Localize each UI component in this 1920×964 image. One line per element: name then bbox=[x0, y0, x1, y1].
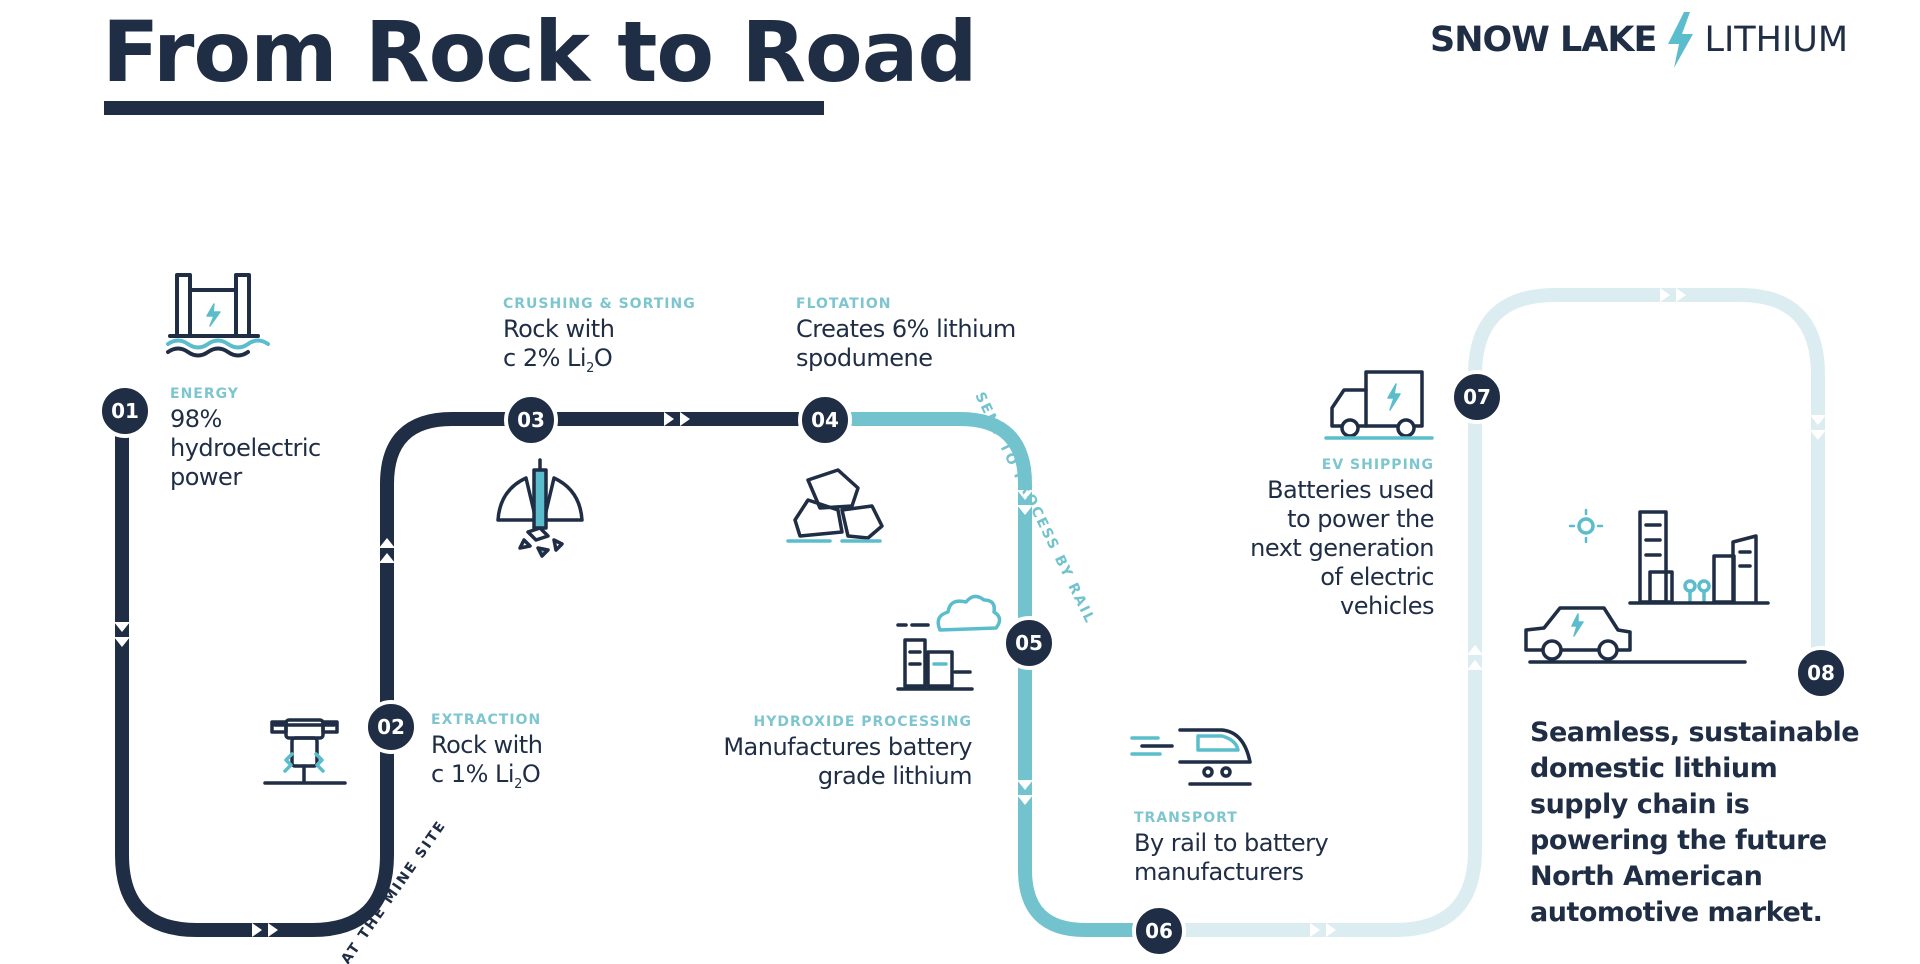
text-line: c 2% Li2O bbox=[503, 344, 614, 383]
step-04-text: Creates 6% lithium spodumene bbox=[796, 315, 1016, 373]
jackhammer-icon bbox=[263, 718, 347, 785]
text-part: O bbox=[521, 760, 541, 788]
hydro-dam-icon bbox=[166, 273, 270, 358]
crusher-icon bbox=[496, 458, 584, 558]
text-line: Creates 6% lithium bbox=[796, 315, 1016, 343]
text-line: North American bbox=[1530, 861, 1763, 892]
text-line: domestic lithium bbox=[1530, 753, 1778, 784]
step-03-label: CRUSHING & SORTING bbox=[503, 296, 696, 312]
step-03-text: Rock with c 2% Li2O bbox=[503, 315, 615, 383]
city-car-icon bbox=[1524, 508, 1770, 664]
step-02-number: 02 bbox=[364, 700, 418, 754]
text-part: c 2% Li bbox=[503, 344, 587, 372]
closing-statement: Seamless, sustainable domestic lithium s… bbox=[1530, 715, 1860, 931]
step-02-label: EXTRACTION bbox=[431, 712, 542, 728]
rocks-icon bbox=[786, 468, 884, 543]
text-line: manufacturers bbox=[1134, 858, 1304, 886]
text-line: to power the bbox=[1287, 505, 1434, 533]
text-line: Rock with bbox=[431, 731, 543, 759]
step-02-text: Rock with c 1% Li2O bbox=[431, 731, 543, 799]
flow-chevrons bbox=[114, 288, 1826, 937]
path-segment-ev bbox=[1148, 288, 1825, 937]
step-08-number: 08 bbox=[1794, 646, 1848, 700]
train-icon bbox=[1130, 728, 1252, 786]
step-04-number: 04 bbox=[798, 393, 852, 447]
step-05-text: Manufactures battery grade lithium bbox=[723, 733, 972, 791]
text-line: Manufactures battery bbox=[723, 733, 972, 761]
rail-note: SENT TO PROCESS BY RAIL bbox=[971, 390, 1098, 627]
step-06-label: TRANSPORT bbox=[1134, 810, 1238, 826]
step-05-label: HYDROXIDE PROCESSING bbox=[753, 714, 972, 730]
step-01-number: 01 bbox=[98, 384, 152, 438]
brand-sub: LITHIUM bbox=[1704, 20, 1849, 60]
step-03-number: 03 bbox=[504, 393, 558, 447]
text-line: By rail to battery bbox=[1134, 829, 1329, 857]
step-07-text: Batteries used to power the next generat… bbox=[1250, 476, 1434, 621]
subscript: 2 bbox=[514, 776, 522, 792]
text-part: O bbox=[593, 344, 613, 372]
title-underline bbox=[104, 101, 824, 115]
step-07-number: 07 bbox=[1450, 370, 1504, 424]
text-line: Rock with bbox=[503, 315, 615, 343]
step-05-number: 05 bbox=[1002, 616, 1056, 670]
text-line: power bbox=[170, 463, 242, 491]
step-01-text: 98% hydroelectric power bbox=[170, 405, 321, 492]
text-line: hydroelectric bbox=[170, 434, 321, 462]
path-segment-mine bbox=[115, 410, 822, 937]
text-line: supply chain is bbox=[1530, 789, 1750, 820]
text-line: Seamless, sustainable bbox=[1530, 717, 1860, 748]
lightning-bolt-icon bbox=[1668, 12, 1694, 68]
text-line: c 1% Li2O bbox=[431, 760, 542, 799]
brand-name: SNOW LAKE bbox=[1430, 20, 1657, 60]
step-06-text: By rail to battery manufacturers bbox=[1134, 829, 1329, 887]
text-line: next generation bbox=[1250, 534, 1434, 562]
path-segment-rail bbox=[822, 412, 1155, 937]
factory-icon bbox=[896, 594, 1002, 691]
text-part: c 1% Li bbox=[431, 760, 515, 788]
text-line: automotive market. bbox=[1530, 897, 1823, 928]
text-line: spodumene bbox=[796, 344, 933, 372]
page-title: From Rock to Road bbox=[102, 3, 978, 101]
text-line: 98% bbox=[170, 405, 222, 433]
text-line: Batteries used bbox=[1267, 476, 1434, 504]
step-01-label: ENERGY bbox=[170, 386, 239, 402]
subscript: 2 bbox=[586, 360, 594, 376]
step-06-number: 06 bbox=[1132, 904, 1186, 958]
text-line: powering the future bbox=[1530, 825, 1827, 856]
text-line: grade lithium bbox=[817, 762, 973, 790]
text-line: of electric bbox=[1320, 563, 1434, 591]
brand-logo: SNOW LAKE LITHIUM bbox=[1430, 10, 1848, 70]
step-07-label: EV SHIPPING bbox=[1321, 457, 1434, 473]
step-04-label: FLOTATION bbox=[796, 296, 892, 312]
text-line: vehicles bbox=[1340, 592, 1434, 620]
electric-truck-icon bbox=[1324, 370, 1434, 440]
